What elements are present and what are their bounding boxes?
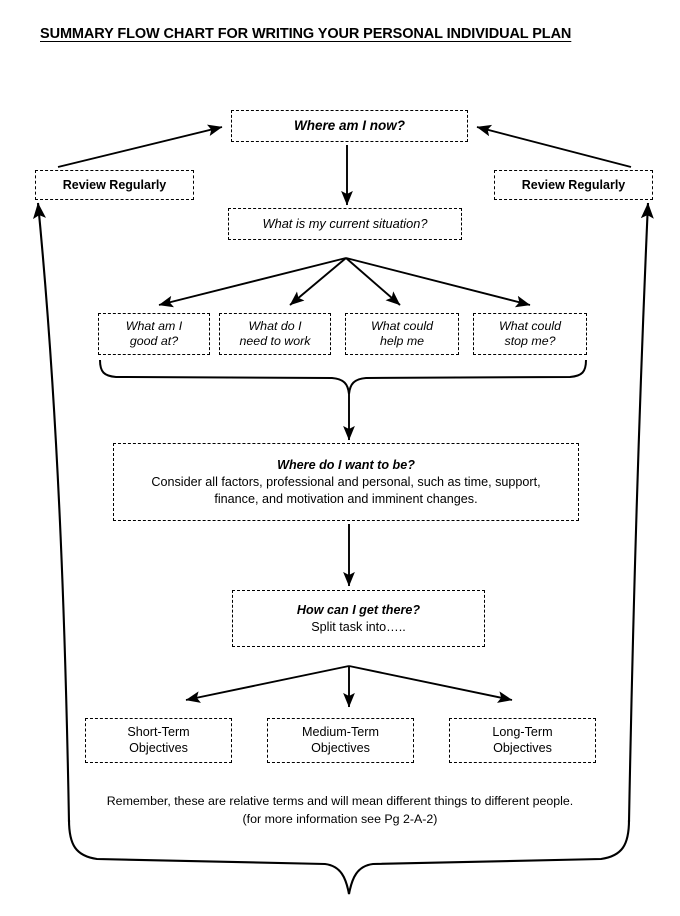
node-review-regularly-right-label: Review Regularly — [521, 178, 626, 192]
node-how-can-i-get-there-heading: How can I get there? — [296, 603, 421, 618]
node-what-do-i-need-to-work-line1: What do I — [248, 319, 302, 334]
node-what-could-stop-me-line2: stop me? — [504, 334, 556, 348]
node-review-regularly-right[interactable]: Review Regularly — [494, 170, 653, 200]
node-what-could-help-me-line2: help me — [379, 334, 425, 348]
node-what-could-help-me-line1: What could — [371, 319, 433, 334]
brace-under-questions — [99, 359, 587, 395]
arrow-fan-q3 — [345, 257, 401, 306]
node-where-do-i-want-to-be-heading: Where do I want to be? — [277, 457, 415, 472]
page-title: SUMMARY FLOW CHART FOR WRITING YOUR PERS… — [40, 26, 572, 42]
node-what-am-i-good-at-line1: What am I — [125, 319, 183, 334]
node-long-term-objectives-line1: Long-Term — [492, 724, 553, 739]
arrow-fan-short-term — [185, 665, 350, 703]
node-current-situation-label: What is my current situation? — [262, 215, 428, 231]
node-review-regularly-left-label: Review Regularly — [62, 178, 167, 192]
node-how-can-i-get-there[interactable]: How can I get there? Split task into….. — [232, 590, 485, 647]
node-what-do-i-need-to-work[interactable]: What do I need to work — [219, 313, 331, 355]
node-what-could-stop-me-line1: What could — [499, 319, 561, 334]
node-what-could-help-me[interactable]: What could help me — [345, 313, 459, 355]
feedback-line-left — [33, 202, 71, 823]
node-short-term-objectives[interactable]: Short-Term Objectives — [85, 718, 232, 763]
footer-note: Remember, these are relative terms and w… — [60, 793, 620, 829]
node-what-could-stop-me[interactable]: What could stop me? — [473, 313, 587, 355]
node-current-situation[interactable]: What is my current situation? — [228, 208, 462, 240]
arrow-fan-long-term — [348, 665, 513, 703]
node-where-do-i-want-to-be-line1: Consider all factors, professional and p… — [151, 474, 541, 489]
arrow-fan-q4 — [345, 257, 531, 308]
arrow-fan-q1 — [158, 257, 347, 308]
arrow-review-left-to-where-now — [57, 124, 223, 168]
node-short-term-objectives-line2: Objectives — [129, 740, 188, 755]
node-what-am-i-good-at[interactable]: What am I good at? — [98, 313, 210, 355]
footer-note-line1: Remember, these are relative terms and w… — [106, 794, 574, 808]
footer-note-line2: (for more information see Pg 2-A-2) — [242, 811, 438, 826]
brace-bottom — [67, 819, 631, 895]
arrow-review-right-to-where-now — [476, 124, 632, 168]
arrow-fan-q2 — [289, 257, 347, 306]
node-where-am-i-now[interactable]: Where am I now? — [231, 110, 468, 142]
node-medium-term-objectives-line1: Medium-Term — [302, 724, 379, 739]
node-short-term-objectives-line1: Short-Term — [127, 724, 190, 739]
node-where-do-i-want-to-be[interactable]: Where do I want to be? Consider all fact… — [113, 443, 579, 521]
node-where-am-i-now-label: Where am I now? — [293, 118, 405, 134]
node-long-term-objectives-line2: Objectives — [493, 740, 552, 755]
node-medium-term-objectives-line2: Objectives — [311, 740, 370, 755]
node-how-can-i-get-there-line1: Split task into….. — [311, 619, 406, 634]
node-what-do-i-need-to-work-line2: need to work — [239, 334, 311, 348]
feedback-line-right — [627, 202, 654, 823]
node-review-regularly-left[interactable]: Review Regularly — [35, 170, 194, 200]
node-what-am-i-good-at-line2: good at? — [129, 334, 179, 348]
node-medium-term-objectives[interactable]: Medium-Term Objectives — [267, 718, 414, 763]
node-long-term-objectives[interactable]: Long-Term Objectives — [449, 718, 596, 763]
node-where-do-i-want-to-be-line2: finance, and motivation and imminent cha… — [214, 491, 478, 506]
